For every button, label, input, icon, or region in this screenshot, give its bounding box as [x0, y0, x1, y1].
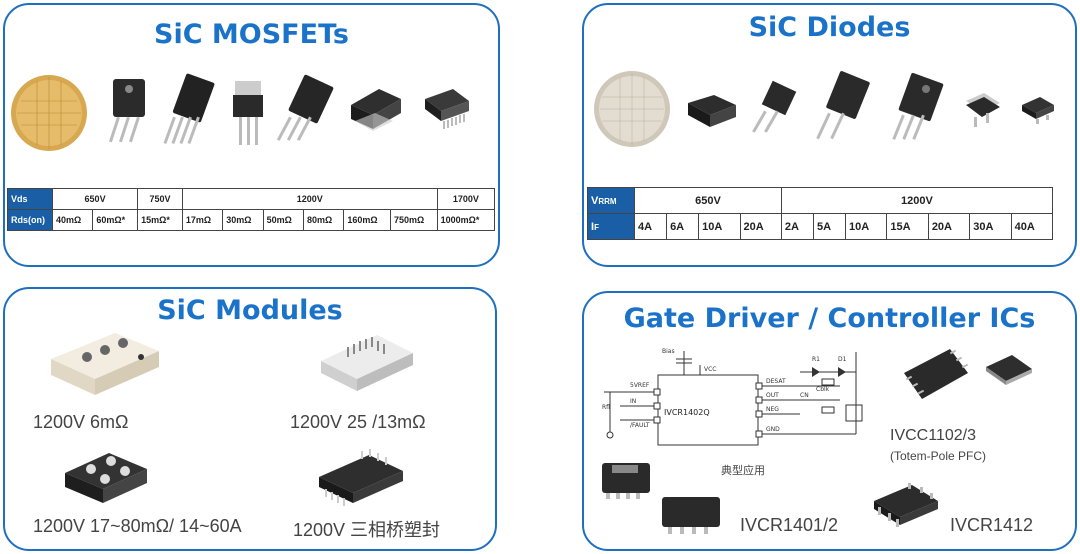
schematic-chip-label: IVCR1402Q [664, 408, 710, 417]
vds-row: Vds 650V 750V 1200V 1700V [7, 188, 496, 210]
label-neg: NEG [766, 406, 779, 413]
if-cell: 40A [1010, 213, 1054, 240]
label-gnd: GND [766, 426, 780, 433]
module-caption: 1200V 三相桥塑封 [293, 520, 441, 540]
mosfets-title: SiC MOSFETs [154, 19, 349, 50]
toll-image [351, 89, 401, 131]
label-in: IN [630, 398, 636, 405]
module-ipm-image [319, 449, 403, 506]
if-cell: 10A [698, 213, 741, 240]
ivcr1401-package-image [602, 463, 720, 534]
ivcc1102-label: IVCC1102/3 [890, 427, 976, 444]
if-cell: 5A [812, 213, 847, 240]
if-cell: 4A [633, 213, 668, 240]
if-cell: 20A [739, 213, 782, 240]
label-desat: DESAT [766, 378, 786, 385]
if-header: IF [587, 213, 635, 240]
ivcc1102-package-image [904, 349, 1032, 399]
wafer-image [594, 71, 670, 147]
vds-1700: 1700V [436, 188, 496, 210]
label-rfl: Rfl [602, 404, 610, 411]
label-fault: /FAULT [630, 422, 650, 429]
vrrm-1200: 1200V [780, 187, 1054, 214]
if-row: IF 4A 6A 10A 20A 2A 5A 10A 15A 20A 30A 4… [587, 213, 1054, 240]
rdson-cell: 60mΩ* [92, 209, 139, 231]
module-62mm-image [51, 333, 159, 395]
label-bias: Bias [662, 348, 675, 355]
to220-image [233, 81, 263, 145]
module-easy-image [321, 335, 413, 391]
application-schematic: Bias VCC 5VREF IN /FAULT Rfl DESAT OUT N… [602, 348, 863, 446]
rdson-cell: 17mΩ [181, 209, 224, 231]
vds-750: 750V [137, 188, 183, 210]
mosfet-spec-table: Vds 650V 750V 1200V 1700V Rds(on) 40mΩ 6… [7, 188, 496, 231]
gate-driver-title: Gate Driver / Controller ICs [623, 303, 1036, 334]
rdson-cell: 50mΩ [262, 209, 305, 231]
vds-650: 650V [51, 188, 139, 210]
modules-panel: SiC Modules 1200V 6mΩ 1200V 25 /13mΩ 120… [3, 287, 497, 551]
if-cell: 2A [780, 213, 814, 240]
label-out: OUT [766, 392, 779, 399]
vrrm-header: VRRM [587, 187, 635, 214]
if-cell: 20A [927, 213, 971, 240]
to247-2-image [816, 71, 870, 140]
rdson-cell: 160mΩ [343, 209, 392, 231]
driver-chip [657, 374, 759, 446]
modules-title: SiC Modules [157, 295, 343, 326]
vds-header: Vds [7, 188, 53, 210]
sot-image [1022, 97, 1054, 124]
smd7-image [425, 89, 469, 129]
gate-driver-panel: Gate Driver / Controller ICs Bias VCC 5V… [582, 291, 1077, 551]
schematic-caption: 典型应用 [721, 465, 765, 477]
rdson-row: Rds(on) 40mΩ 60mΩ* 15mΩ* 17mΩ 30mΩ 50mΩ … [7, 209, 496, 231]
rdson-cell: 750mΩ [390, 209, 438, 231]
module-sot227-image [65, 453, 147, 503]
label-vcc: VCC [704, 366, 716, 373]
rdson-cell: 1000mΩ* [436, 209, 496, 231]
vds-1200: 1200V [181, 188, 438, 210]
rdson-cell: 30mΩ [222, 209, 264, 231]
to252-image [966, 93, 1000, 127]
to247-3-image [892, 72, 944, 140]
vrrm-650: 650V [634, 187, 782, 214]
wafer-image [11, 75, 87, 151]
module-caption: 1200V 17~80mΩ/ 14~60A [33, 516, 242, 536]
rdson-cell: 15mΩ* [137, 209, 183, 231]
ivcc1102-note: (Totem-Pole PFC) [890, 449, 987, 463]
mosfet-product-images [11, 73, 469, 151]
ivcr1412-package-image [874, 483, 938, 527]
diode-product-images [594, 71, 1054, 147]
if-cell: 6A [666, 213, 700, 240]
if-cell: 10A [845, 213, 888, 240]
ivcr1412-label: IVCR1412 [950, 515, 1034, 535]
diodes-panel: SiC Diodes [582, 3, 1077, 267]
to247-3-image [109, 79, 145, 143]
to247-4-image [163, 73, 215, 144]
label-5vref: 5VREF [630, 382, 650, 389]
to247-tilted-image [276, 74, 334, 141]
diodes-title: SiC Diodes [748, 12, 911, 43]
rdson-cell: 40mΩ [51, 209, 94, 231]
mosfets-panel: SiC MOSFETs [3, 3, 500, 267]
rdson-header: Rds(on) [7, 209, 53, 231]
label-d1: D1 [838, 356, 847, 363]
label-r1: R1 [812, 356, 820, 363]
ivcr1401-label: IVCR1401/2 [740, 515, 839, 535]
module-caption: 1200V 25 /13mΩ [290, 412, 426, 432]
dfn-image [688, 95, 736, 127]
label-cn: CN [800, 392, 809, 399]
diode-spec-table: VRRM 650V 1200V IF 4A 6A 10A 20A 2A 5A 1… [587, 187, 1054, 240]
rdson-cell: 80mΩ [302, 209, 345, 231]
if-cell: 30A [969, 213, 1012, 240]
if-cell: 15A [886, 213, 929, 240]
vrrm-row: VRRM 650V 1200V [587, 187, 1054, 214]
module-caption: 1200V 6mΩ [33, 412, 129, 432]
to220-2-image [752, 80, 797, 133]
label-cblk: Cblk [816, 386, 830, 393]
